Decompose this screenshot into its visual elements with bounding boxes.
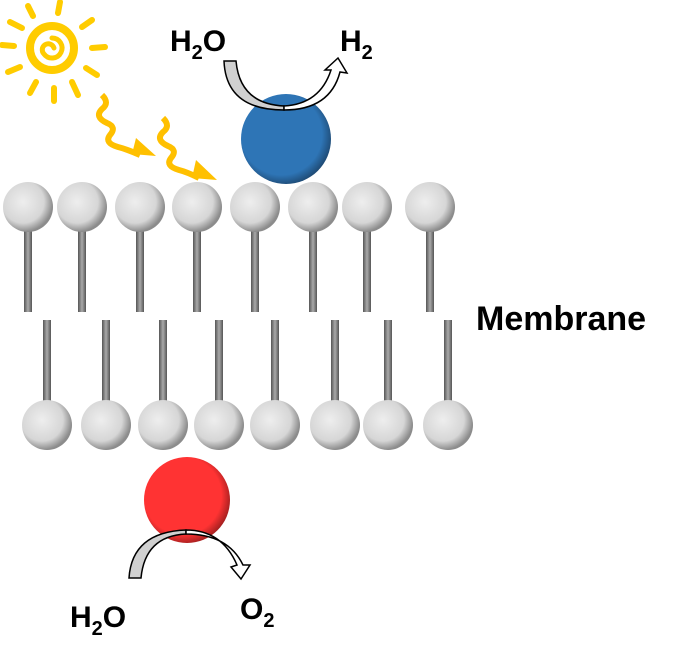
lipid-head — [405, 182, 455, 232]
lipid — [405, 182, 455, 312]
lipid-head — [288, 182, 338, 232]
lipid-tail — [159, 320, 167, 405]
reaction-arrow-icon — [223, 56, 349, 111]
lipid-head — [172, 182, 222, 232]
lipid-head — [342, 182, 392, 232]
light-ray-icon — [95, 92, 156, 158]
top-reactant-label: H2O — [170, 25, 226, 64]
membrane-bottom-leaflet — [22, 320, 473, 450]
lipid — [194, 320, 244, 450]
lipid-head — [115, 182, 165, 232]
lipid — [81, 320, 131, 450]
lipid-head — [423, 400, 473, 450]
lipid-tail — [193, 225, 201, 312]
lipid-head — [194, 400, 244, 450]
lipid-head — [250, 400, 300, 450]
lipid — [138, 320, 188, 450]
lipid — [230, 182, 280, 312]
lipid — [22, 320, 72, 450]
lipid — [342, 182, 392, 312]
lipid-head — [57, 182, 107, 232]
lipid-tail — [331, 320, 339, 405]
lipid-tail — [136, 225, 144, 312]
lipid-tail — [444, 320, 452, 405]
lipid-head — [81, 400, 131, 450]
reaction-arrow-icon — [128, 529, 252, 581]
lipid-head — [3, 182, 53, 232]
lipid — [363, 320, 413, 450]
lipid-head — [363, 400, 413, 450]
red-catalyst-sphere — [144, 457, 230, 543]
blue-catalyst-sphere — [241, 94, 331, 184]
lipid-tail — [78, 225, 86, 312]
lipid — [288, 182, 338, 312]
lipid — [57, 182, 107, 312]
lipid-head — [138, 400, 188, 450]
lipid-tail — [384, 320, 392, 405]
lipid-tail — [363, 225, 371, 312]
light-ray-icon — [156, 115, 217, 181]
sun-icon — [0, 0, 108, 104]
lipid — [310, 320, 360, 450]
lipid-head — [310, 400, 360, 450]
lipid-tail — [43, 320, 51, 405]
lipid-tail — [215, 320, 223, 405]
lipid-tail — [271, 320, 279, 405]
lipid — [423, 320, 473, 450]
lipid — [172, 182, 222, 312]
bottom-reactant-label: H2O — [70, 601, 126, 640]
lipid-head — [22, 400, 72, 450]
top-product-label: H2 — [340, 25, 373, 64]
membrane-label: Membrane — [476, 300, 646, 338]
lipid-tail — [102, 320, 110, 405]
bottom-product-label: O2 — [240, 593, 274, 632]
lipid-tail — [309, 225, 317, 312]
membrane-top-leaflet — [3, 182, 455, 312]
lipid — [115, 182, 165, 312]
lipid — [3, 182, 53, 312]
lipid-head — [230, 182, 280, 232]
lipid — [250, 320, 300, 450]
lipid-tail — [251, 225, 259, 312]
lipid-tail — [24, 225, 32, 312]
lipid-tail — [426, 225, 434, 312]
